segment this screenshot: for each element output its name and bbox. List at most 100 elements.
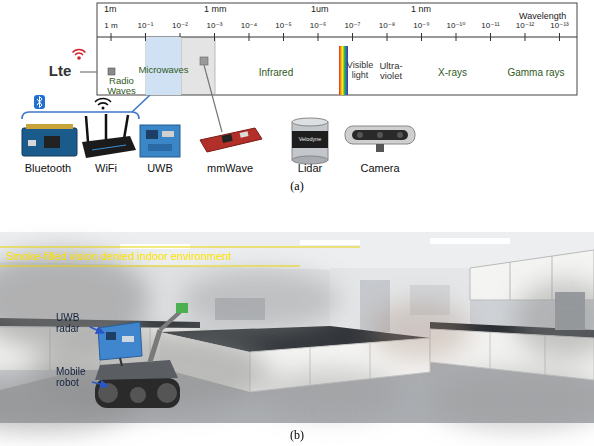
mobile-robot — [95, 303, 188, 408]
device-label: Bluetooth — [18, 162, 78, 174]
uwb-radar — [98, 322, 142, 360]
spectrum-frame — [456, 33, 457, 41]
band-label: Ultra-violet — [372, 61, 410, 82]
lab-photo — [430, 370, 594, 430]
wifi-icon — [95, 99, 111, 110]
mobile-robot — [157, 383, 177, 403]
scale-label: 1 nm — [411, 4, 441, 14]
callout-arrow — [90, 327, 108, 386]
tick-label: 10⁻¹ — [129, 22, 163, 31]
spectrum-frame — [97, 3, 577, 95]
lte-signal-icon — [77, 56, 81, 60]
tick-label: 10⁻¹⁰ — [439, 22, 473, 31]
uwb-board — [146, 130, 158, 139]
tick-label: 10⁻⁸ — [370, 22, 404, 31]
spectrum-band: Gamma rays — [495, 37, 577, 95]
tick-label: 10⁻⁵ — [267, 22, 301, 31]
wifi-router — [82, 136, 136, 158]
lte-signal-icon — [73, 49, 86, 52]
bluetooth-module — [26, 124, 73, 129]
band-marker — [200, 57, 208, 65]
mobile-robot — [130, 387, 146, 403]
uwb-radar — [98, 322, 142, 366]
leader-line — [204, 65, 222, 132]
spectrum-frame — [111, 33, 112, 41]
depth-camera — [397, 132, 403, 138]
spectrum-frame — [559, 33, 560, 41]
lab-photo — [510, 262, 511, 300]
lab-photo — [490, 332, 491, 368]
spectrum-band: X-rays — [410, 37, 495, 95]
lte-logo: Lte — [40, 62, 80, 82]
callout-arrow — [90, 327, 104, 333]
rainbow-bar — [339, 46, 348, 95]
leader-connector — [80, 71, 97, 72]
tick-label: 10⁻² — [163, 22, 197, 31]
band-marker — [108, 68, 115, 75]
wifi-router — [82, 114, 136, 158]
bluetooth-module — [22, 128, 77, 156]
lidar-sensor — [292, 118, 328, 126]
uwb-board — [148, 144, 172, 151]
spectrum-band: Microwaves — [146, 37, 181, 95]
depth-camera — [357, 132, 363, 138]
device-label: UWB — [135, 162, 185, 174]
device-label: WiFi — [81, 162, 131, 174]
spectrum-frame — [283, 33, 284, 41]
scale-label: 1um — [311, 4, 341, 14]
bluetooth-icon — [37, 97, 42, 108]
band-label: Gamma rays — [495, 67, 577, 78]
tick-label: 10⁻¹¹ — [474, 22, 508, 31]
leader-line — [204, 65, 222, 132]
bluetooth-icon — [34, 95, 45, 109]
lte-signal-icon — [75, 53, 83, 55]
tick-label: 10⁻⁴ — [232, 22, 266, 31]
wifi-icon — [102, 107, 105, 110]
lab-photo — [430, 238, 510, 244]
tick-label: 10⁻¹³ — [543, 22, 577, 31]
lab-photo — [180, 270, 340, 330]
depth-camera — [345, 126, 415, 152]
wifi-icon — [98, 103, 108, 105]
uwb-board — [140, 125, 180, 157]
brand-text: Velodyne — [290, 136, 330, 142]
panel-label: (b) — [277, 429, 317, 442]
bluetooth-module — [44, 136, 60, 148]
spectrum-frame — [318, 33, 319, 41]
scale-label: 1 mm — [204, 4, 238, 14]
spectrum-frame — [249, 33, 250, 41]
tick-label: 10⁻⁹ — [405, 22, 439, 31]
mobile-robot — [160, 312, 180, 330]
spectrum-frame — [421, 33, 422, 41]
spectrum-frame — [490, 33, 491, 41]
axis-title: Wavelength — [519, 11, 579, 21]
mobile-robot — [176, 303, 188, 313]
spectrum-band: Ultra-violet — [372, 37, 410, 95]
uwb-radar — [122, 336, 134, 342]
tick-label: 10⁻⁶ — [301, 22, 335, 31]
device-label: Lidar — [285, 162, 335, 174]
logo-text: Lte — [40, 63, 80, 80]
scale-label: 1m — [104, 4, 134, 14]
uwb-radar — [106, 332, 116, 340]
overlay-title: Smoke-filled vision denied indoor enviro… — [6, 250, 366, 262]
microwave-bracket — [132, 95, 150, 112]
lab-photo — [0, 250, 594, 432]
panel-label: (a) — [277, 180, 317, 193]
depth-camera — [376, 144, 384, 152]
depth-camera — [345, 126, 415, 144]
title-rule — [0, 247, 360, 248]
mmwave-board — [221, 134, 232, 143]
spectrum-band: Infrared — [215, 37, 337, 95]
callout-arrow — [92, 382, 108, 386]
lab-photo — [260, 367, 400, 417]
bluetooth-icon — [34, 95, 45, 109]
bluetooth-module — [22, 124, 77, 156]
microwave-bracket — [22, 112, 139, 119]
spectrum-frame — [387, 33, 388, 41]
band-label: Microwaves — [134, 65, 193, 75]
tick-label: 10⁻⁷ — [336, 22, 370, 31]
band-label: Radio Waves — [99, 76, 144, 97]
